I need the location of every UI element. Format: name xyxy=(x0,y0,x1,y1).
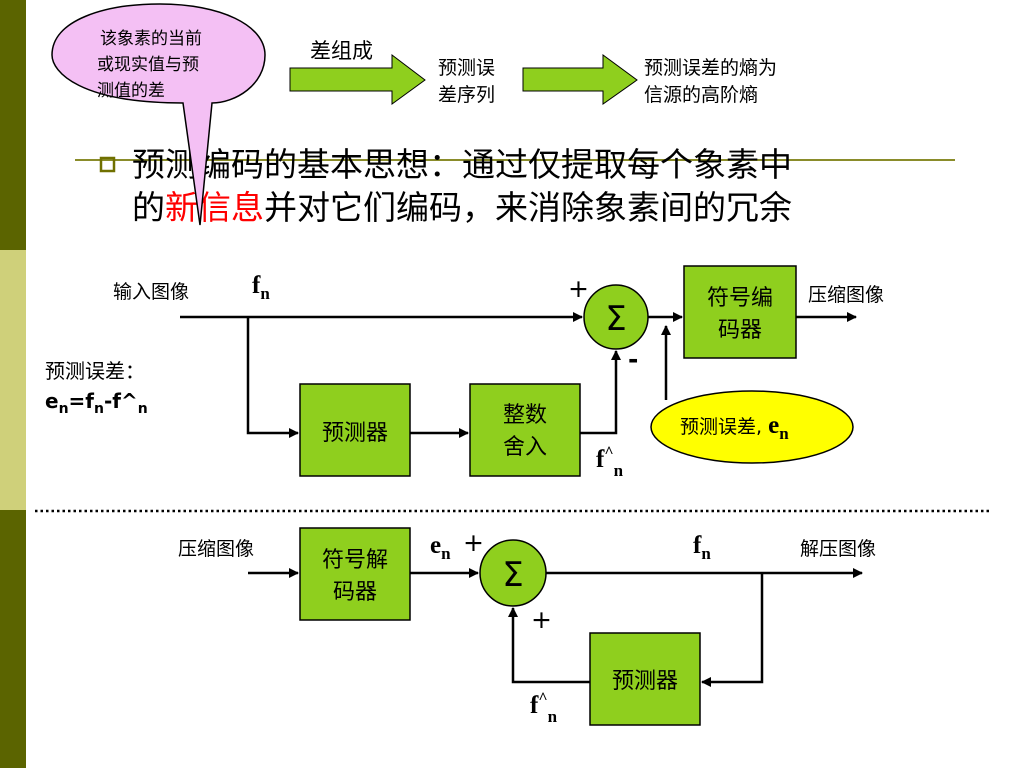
callout-line-3: 测值的差 xyxy=(97,81,165,101)
callout-bubble xyxy=(51,3,266,226)
encoder-output-label: 压缩图像 xyxy=(808,284,884,306)
decoder-sigma: Σ xyxy=(502,555,523,595)
flow-step-1-line-1: 预测误 xyxy=(438,57,495,79)
encoder-predictor-label: 预测器 xyxy=(322,421,388,446)
flow-step-2-line-2: 信源的高阶熵 xyxy=(644,84,758,106)
bullet-line-1: 预测编码的基本思想：通过仅提取每个象素中 xyxy=(132,145,792,184)
sidebar-band-1 xyxy=(0,0,26,250)
decoder-input-label: 压缩图像 xyxy=(178,538,254,560)
flow-step-2-line-1: 预测误差的熵为 xyxy=(644,57,777,79)
error-output-oval xyxy=(650,390,854,464)
callout-line-2: 或现实值与预 xyxy=(97,55,199,75)
error-eq-title: 预测误差： xyxy=(45,359,145,383)
decoder-predictor-to-sum-line xyxy=(508,607,590,684)
sidebar-band-2 xyxy=(0,250,26,510)
symbol-decoder-line-1: 符号解 xyxy=(322,548,388,573)
encoder-fn-label: fn xyxy=(252,272,270,303)
flow-step-1-line-2: 差序列 xyxy=(438,84,495,106)
encoder-fhat-label: f^n xyxy=(596,444,624,480)
decoder-fn-label: fn xyxy=(693,532,711,563)
sidebar-band-3 xyxy=(0,510,26,768)
integer-round-line-1: 整数 xyxy=(503,403,547,428)
encoder-branch-line xyxy=(246,317,299,438)
callout-line-1: 该象素的当前 xyxy=(100,29,202,49)
flow-arrow-2 xyxy=(522,54,638,105)
symbol-encoder-block xyxy=(683,265,797,359)
decoder-plus-top: + xyxy=(463,528,484,557)
new-info-highlight: 新信息 xyxy=(165,188,264,227)
bullet-line-2: 的新信息并对它们编码，来消除象素间的冗余 xyxy=(132,188,792,227)
symbol-decoder-block xyxy=(299,527,411,621)
error-eq-formula: en=fn-f^n xyxy=(45,389,148,417)
symbol-encoder-line-2: 码器 xyxy=(718,318,762,343)
decoder-output-label: 解压图像 xyxy=(800,538,876,560)
bullet-marker xyxy=(99,156,116,173)
integer-round-line-2: 舍入 xyxy=(503,435,547,460)
difference-label: 差组成 xyxy=(310,39,373,63)
decoder-en-label: en xyxy=(430,532,451,563)
encoder-sigma: Σ xyxy=(605,299,626,339)
encoder-predictor-block xyxy=(299,383,411,477)
decoder-predictor-block xyxy=(589,632,701,726)
encoder-input-label: 输入图像 xyxy=(113,281,189,303)
flow-arrow-1 xyxy=(289,53,426,105)
decoder-feedback-line xyxy=(701,573,764,687)
decoder-plus-bottom: + xyxy=(531,605,552,634)
decoder-predictor-label: 预测器 xyxy=(612,669,678,694)
integer-round-block xyxy=(469,383,581,477)
decoder-fhat-label: f^n xyxy=(530,690,558,726)
symbol-decoder-line-2: 码器 xyxy=(333,580,377,605)
encoder-minus: - xyxy=(628,345,638,374)
round-to-sum-line xyxy=(580,350,621,435)
encoder-plus: + xyxy=(568,274,589,303)
symbol-encoder-line-1: 符号编 xyxy=(707,286,773,311)
error-output-text: 预测误差, en xyxy=(680,412,789,443)
